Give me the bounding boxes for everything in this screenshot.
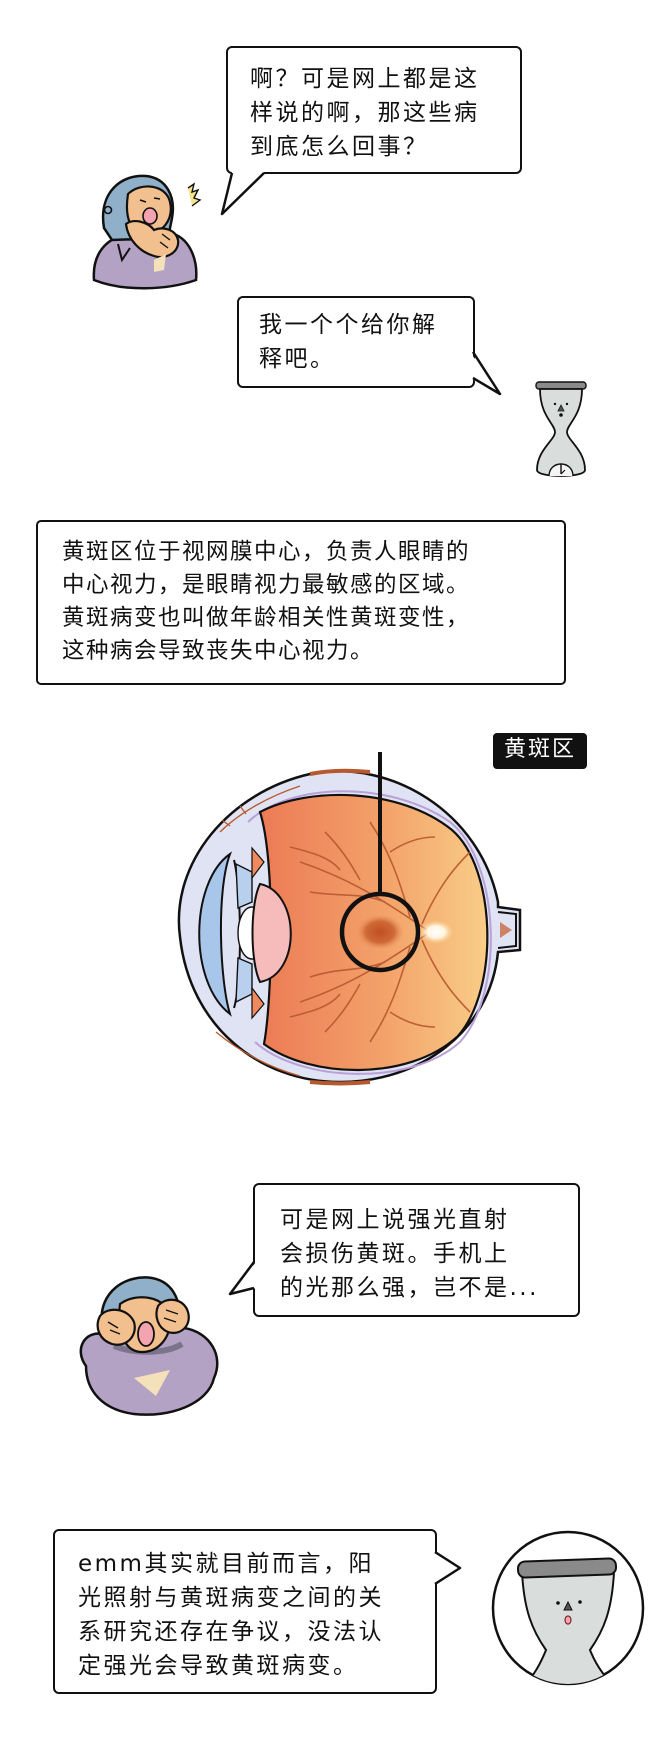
info-box-text: 黄斑区位于视网膜中心，负责人眼睛的 中心视力，是眼睛视力最敏感的区域。 黄斑病变…	[62, 539, 471, 664]
speech-bubble-2-tail	[470, 351, 502, 396]
hourglass-character	[535, 381, 587, 477]
macula-label: 黄斑区	[493, 733, 587, 769]
speech-bubble-3	[253, 1183, 580, 1317]
speech-bubble-1-text: 啊？可是网上都是这 样说的啊，那这些病 到底怎么回事？	[250, 66, 480, 160]
speech-bubble-1	[226, 46, 522, 174]
speech-bubble-4-tail	[432, 1550, 462, 1586]
speech-bubble-2	[237, 296, 475, 388]
speech-bubble-1-tail	[220, 172, 265, 216]
speech-bubble-4-text: emm其实就目前而言，阳 光照射与黄斑病变之间的关 系研究还存在争议，没法认 定…	[78, 1551, 384, 1679]
hourglass-closeup-portrait	[491, 1530, 645, 1686]
speech-bubble-2-text: 我一个个给你解 释吧。	[259, 312, 438, 372]
speech-bubble-3-text: 可是网上说强光直射 会损伤黄斑。手机上 的光那么强，岂不是...	[280, 1207, 539, 1301]
eye-cross-section-diagram	[177, 752, 522, 1086]
speech-bubble-3-tail	[228, 1261, 256, 1296]
monkey-character-surprised	[92, 174, 202, 290]
info-box	[36, 520, 566, 685]
monkey-character-covering-eyes	[79, 1276, 219, 1416]
speech-bubble-4	[53, 1529, 437, 1694]
